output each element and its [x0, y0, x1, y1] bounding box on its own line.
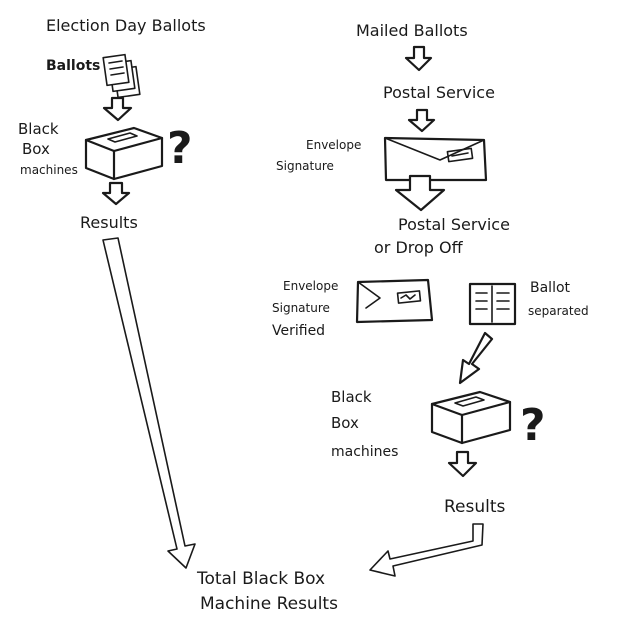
ballot-label: Ballot	[530, 280, 571, 296]
arrow-to-total	[369, 523, 484, 577]
arrow-down-icon	[404, 45, 433, 72]
arrow-down-icon	[407, 108, 436, 133]
ballot-box-icon	[84, 126, 164, 181]
ballot-box-icon	[430, 390, 512, 445]
left-machine-label-black: Black	[18, 120, 59, 138]
arrow-down-icon	[101, 181, 131, 206]
ballot-document-icon	[468, 282, 517, 326]
postal-service-label-2: Postal Service	[398, 215, 510, 234]
ballots-stack-icon	[102, 53, 141, 99]
right-results-label: Results	[444, 497, 506, 517]
envelope-icon	[383, 136, 488, 182]
verified-envelope-label: Envelope	[283, 279, 338, 293]
drop-off-label: or Drop Off	[374, 238, 464, 257]
separated-label: separated	[528, 304, 589, 318]
long-arrow-to-total	[102, 237, 196, 569]
right-question-mark: ?	[520, 400, 546, 451]
signature-label: Signature	[276, 159, 334, 173]
election-day-title: Election Day Ballots	[46, 16, 206, 35]
arrow-down-icon	[447, 450, 478, 478]
total-line-1: Total Black Box	[196, 569, 325, 589]
right-machine-label-black: Black	[331, 388, 372, 406]
right-machine-label-box: Box	[331, 414, 359, 432]
ballots-label: Ballots	[46, 58, 100, 74]
arrow-down-icon	[394, 174, 446, 212]
verified-label: Verified	[272, 323, 325, 339]
left-question-mark: ?	[167, 123, 193, 174]
mailed-ballots-title: Mailed Ballots	[356, 21, 468, 40]
envelope-label: Envelope	[306, 138, 361, 152]
left-machine-label-box: Box	[22, 140, 50, 158]
left-results-label: Results	[80, 213, 138, 232]
arrow-down-icon	[102, 96, 133, 122]
arrow-diagonal-icon	[458, 331, 494, 385]
total-line-2: Machine Results	[200, 594, 338, 614]
postal-service-label: Postal Service	[383, 83, 495, 102]
left-machine-label-machines: machines	[20, 163, 78, 177]
opened-envelope-icon	[355, 278, 434, 324]
verified-signature-label: Signature	[272, 301, 330, 315]
right-machine-label-machines: machines	[331, 444, 398, 460]
